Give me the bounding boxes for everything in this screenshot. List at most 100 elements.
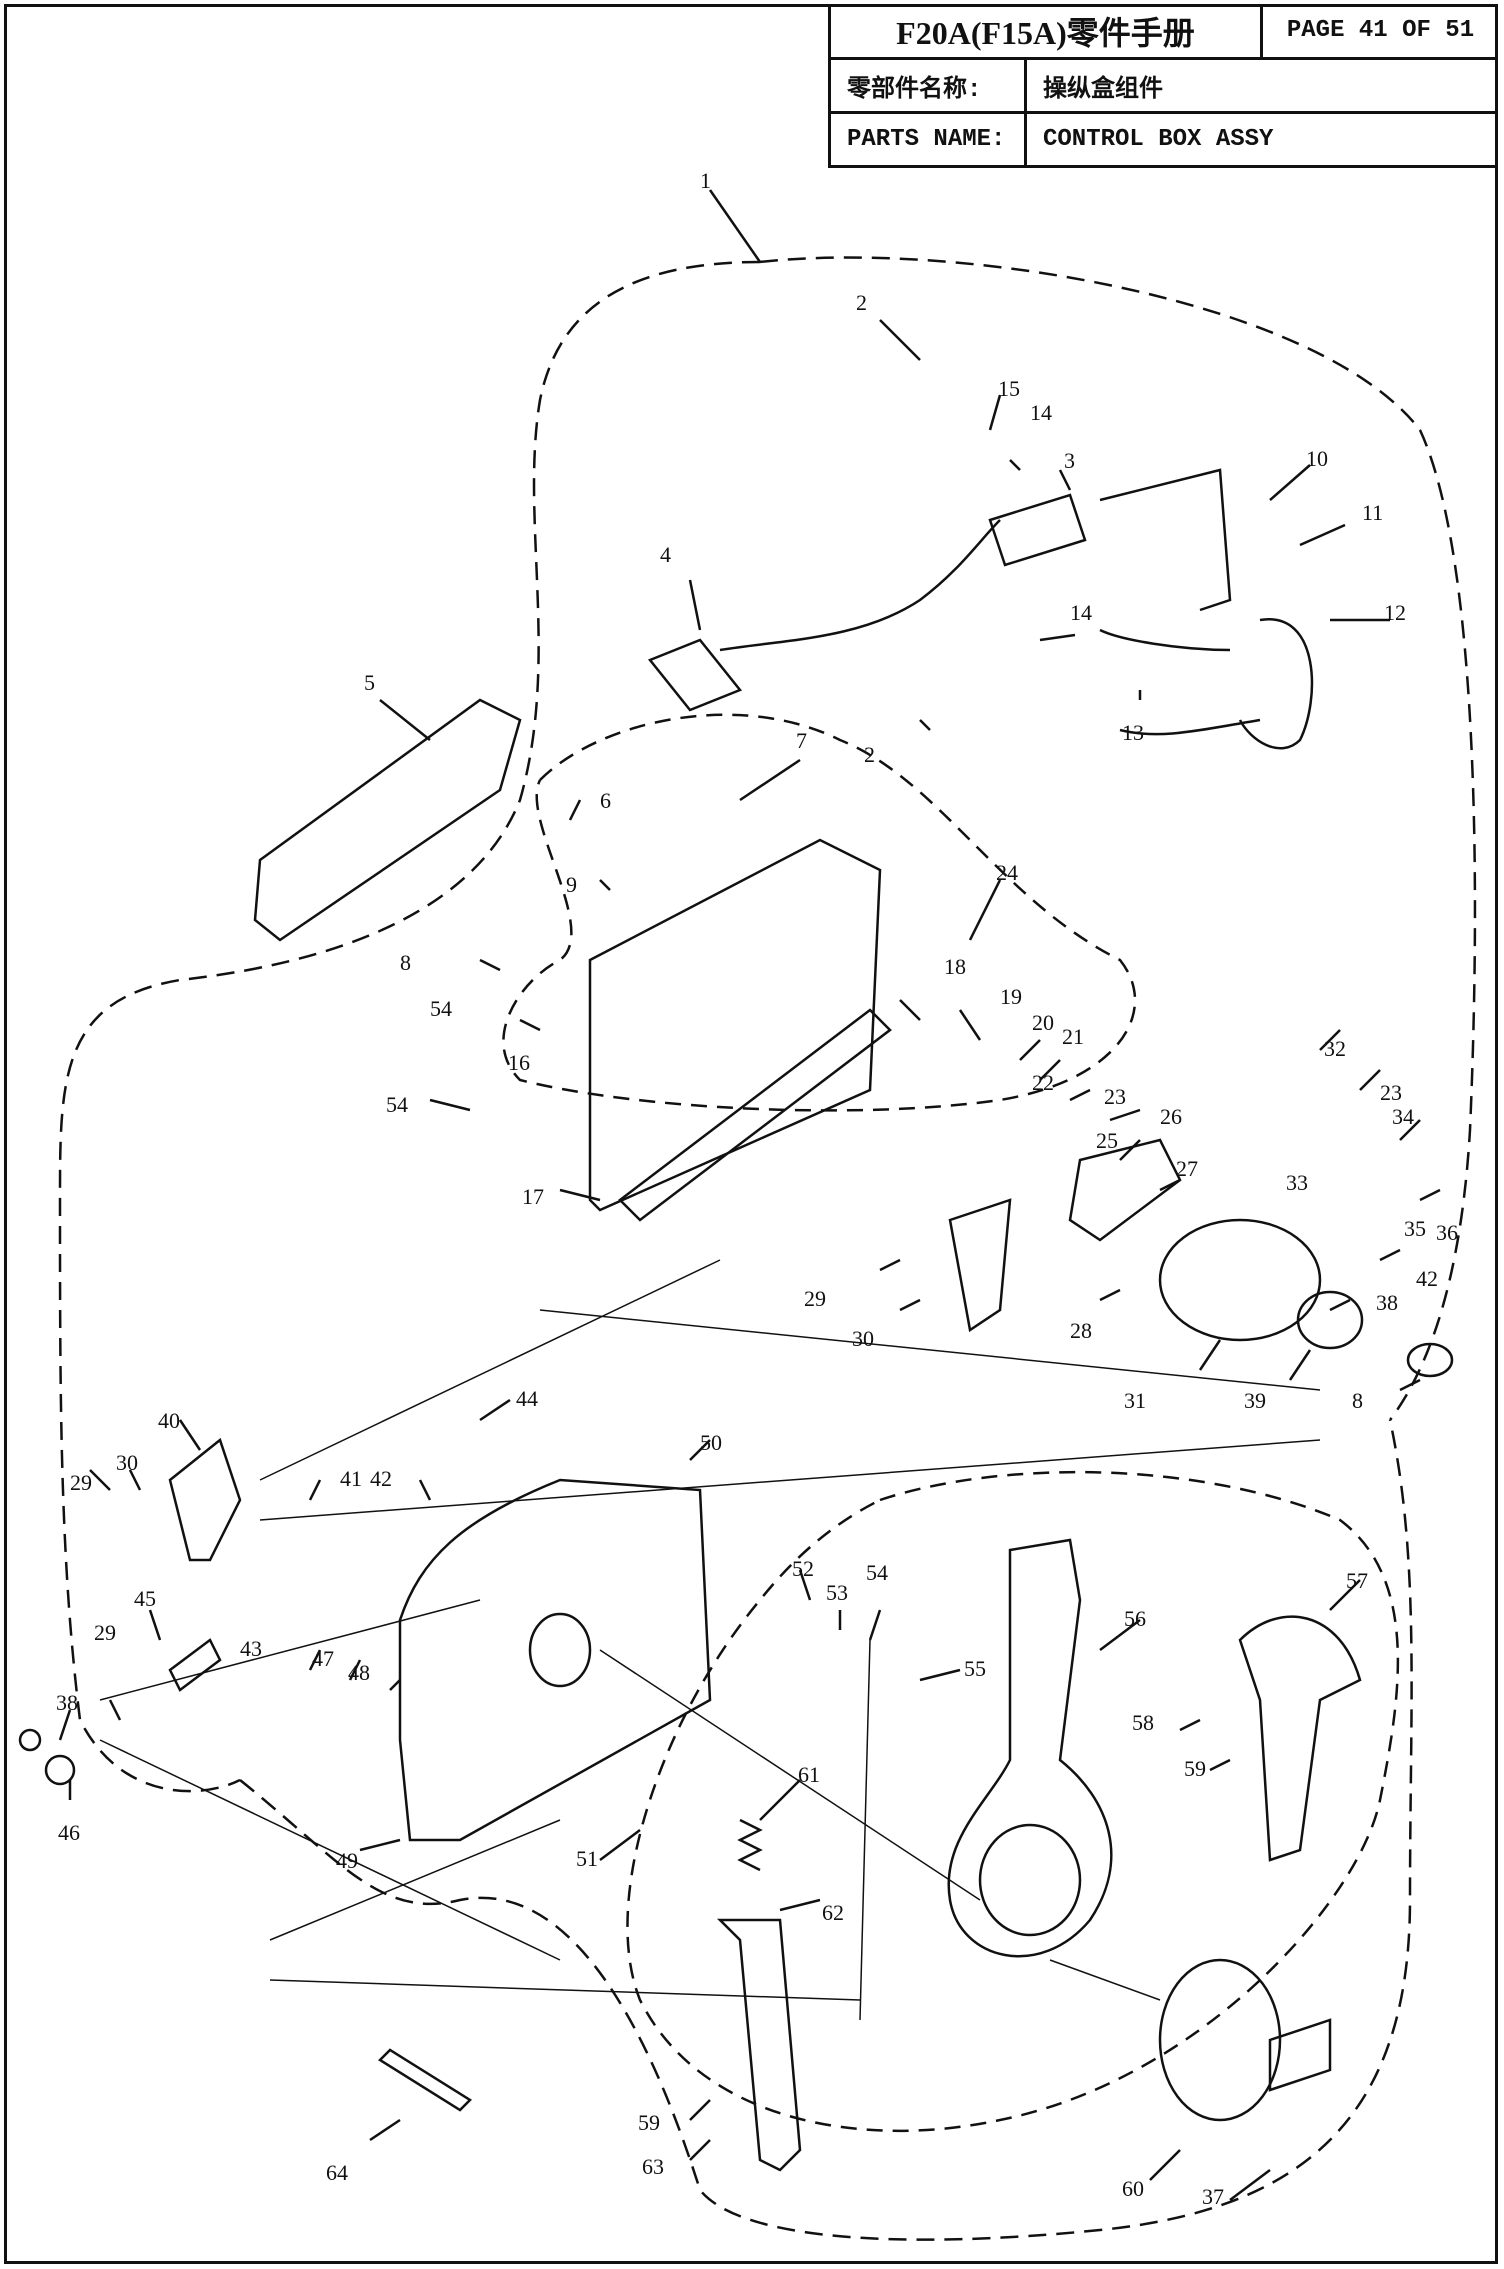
callout-30b: 30 <box>116 1450 138 1475</box>
washer <box>1296 1290 1364 1350</box>
detent-plate <box>168 1437 242 1562</box>
callout-18: 18 <box>944 954 966 979</box>
lever-arm <box>948 1198 1012 1333</box>
callout-49: 49 <box>336 1848 358 1873</box>
callout-48: 48 <box>348 1660 370 1685</box>
manual-title: F20A(F15A)零件手册 <box>831 4 1263 57</box>
callout-31: 31 <box>1124 1388 1146 1413</box>
part-name-en-row: PARTS NAME: CONTROL BOX ASSY <box>831 114 1498 165</box>
lanyard-coil <box>1238 618 1314 750</box>
spring <box>737 1818 763 1872</box>
callout-33: 33 <box>1286 1170 1308 1195</box>
shift-plate <box>1068 1138 1182 1242</box>
callout-59b: 59 <box>638 2110 660 2135</box>
callout-37: 37 <box>1202 2184 1224 2209</box>
callout-1: 1 <box>700 168 711 193</box>
callout-61: 61 <box>798 1762 820 1787</box>
shaft <box>168 1638 222 1692</box>
callout-14b: 14 <box>1070 600 1092 625</box>
callout-52: 52 <box>792 1556 814 1581</box>
washer-left <box>44 1754 76 1786</box>
friction-disc <box>1158 1218 1322 1342</box>
control-grip <box>1238 1615 1362 1862</box>
callout-47: 47 <box>312 1646 334 1671</box>
part-name-cn-row: 零部件名称: 操纵盒组件 <box>831 60 1498 114</box>
main-housing <box>398 1478 712 1842</box>
callout-29b: 29 <box>70 1470 92 1495</box>
callout-62: 62 <box>822 1900 844 1925</box>
callout-42b: 42 <box>370 1466 392 1491</box>
callout-57: 57 <box>1346 1568 1368 1593</box>
callout-29c: 29 <box>94 1620 116 1645</box>
slide-rail <box>618 1008 892 1222</box>
callout-8a: 8 <box>400 950 411 975</box>
callout-35: 35 <box>1404 1216 1426 1241</box>
callout-2b: 2 <box>864 742 875 767</box>
wire-harness <box>719 519 1001 652</box>
callout-27: 27 <box>1176 1156 1198 1181</box>
part-name-cn-label: 零部件名称: <box>831 60 1027 111</box>
subassembly-boundary-lever <box>626 1470 1400 2133</box>
callout-21: 21 <box>1062 1024 1084 1049</box>
handle-hub <box>978 1823 1082 1937</box>
callout-43: 43 <box>240 1636 262 1661</box>
callout-59a: 59 <box>1184 1756 1206 1781</box>
callout-63: 63 <box>642 2154 664 2179</box>
callout-10: 10 <box>1306 446 1328 471</box>
callout-34: 34 <box>1392 1104 1414 1129</box>
callout-25: 25 <box>1096 1128 1118 1153</box>
callout-15: 15 <box>998 376 1020 401</box>
callout-45: 45 <box>134 1586 156 1611</box>
callout-32: 32 <box>1324 1036 1346 1061</box>
connector-body <box>647 638 743 712</box>
callout-51: 51 <box>576 1846 598 1871</box>
nut-left <box>18 1728 42 1752</box>
callout-30a: 30 <box>852 1326 874 1351</box>
callout-39: 39 <box>1244 1388 1266 1413</box>
callout-5: 5 <box>364 670 375 695</box>
subassembly-boundary-bracket <box>502 713 1137 1112</box>
callout-22: 22 <box>1032 1070 1054 1095</box>
callout-9: 9 <box>566 872 577 897</box>
cover-disc <box>1158 1958 1282 2122</box>
callout-41: 41 <box>340 1466 362 1491</box>
callout-12: 12 <box>1384 600 1406 625</box>
callout-58: 58 <box>1132 1710 1154 1735</box>
switch-bracket <box>1099 468 1232 612</box>
assembly-boundary-left <box>58 260 761 1793</box>
callout-23b: 23 <box>1380 1080 1402 1105</box>
callout-60: 60 <box>1122 2176 1144 2201</box>
callout-55: 55 <box>964 1656 986 1681</box>
lanyard-cord-lower <box>1119 718 1261 736</box>
callout-6: 6 <box>600 788 611 813</box>
callout-14a: 14 <box>1030 400 1052 425</box>
drawing-frame <box>4 4 1498 2264</box>
assembly-boundary-upper <box>759 256 1477 1421</box>
callout-54a: 54 <box>430 996 452 1021</box>
callout-50: 50 <box>700 1430 722 1455</box>
callout-46: 46 <box>58 1820 80 1845</box>
callout-38a: 38 <box>1376 1290 1398 1315</box>
grommet <box>1406 1342 1454 1378</box>
callout-19: 19 <box>1000 984 1022 1009</box>
part-name-cn: 操纵盒组件 <box>1043 76 1163 104</box>
callout-38b: 38 <box>56 1690 78 1715</box>
callout-3: 3 <box>1064 448 1075 473</box>
callout-23a: 23 <box>1104 1084 1126 1109</box>
trigger-lever <box>716 1918 802 2172</box>
callout-54b: 54 <box>386 1092 408 1117</box>
title-block: F20A(F15A)零件手册 PAGE 41 OF 51 零部件名称: 操纵盒组… <box>828 4 1498 168</box>
callout-4: 4 <box>660 542 671 567</box>
callout-17: 17 <box>522 1184 544 1209</box>
side-bracket <box>588 838 882 1212</box>
callout-40: 40 <box>158 1408 180 1433</box>
leader-lines <box>58 189 1441 2201</box>
callout-54c: 54 <box>866 1560 888 1585</box>
callout-44: 44 <box>516 1386 538 1411</box>
assembly-lines <box>99 1259 1321 2021</box>
callout-16: 16 <box>508 1050 530 1075</box>
callout-26: 26 <box>1160 1104 1182 1129</box>
callout-53: 53 <box>826 1580 848 1605</box>
cover-plate <box>253 698 522 942</box>
